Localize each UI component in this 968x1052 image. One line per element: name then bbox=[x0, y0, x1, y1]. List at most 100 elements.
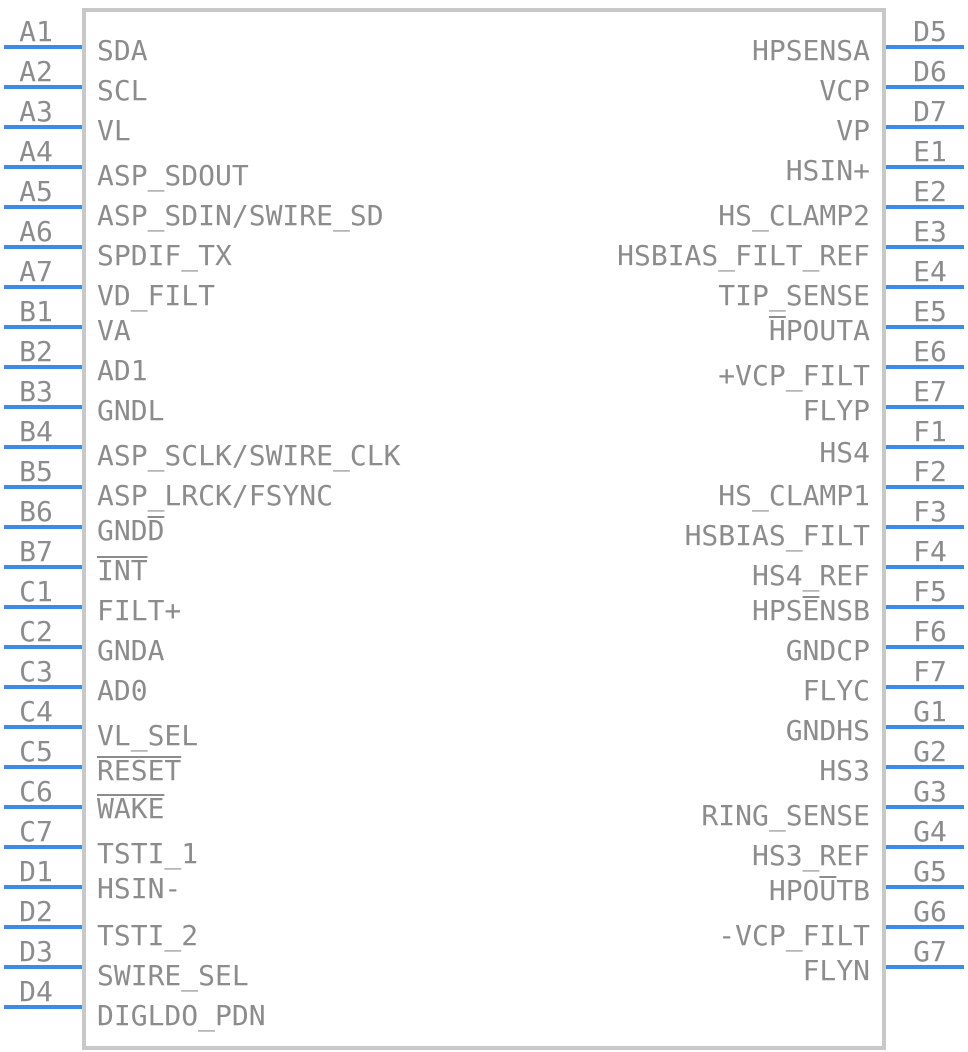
pin-number-d1: D1 bbox=[19, 855, 53, 888]
pin-number-b3: B3 bbox=[19, 375, 53, 408]
pin-number-e4: E4 bbox=[913, 255, 947, 288]
pin-number-c2: C2 bbox=[19, 615, 53, 648]
pin-name-d5: HPSENSA bbox=[752, 34, 870, 67]
pin-number-d3: D3 bbox=[19, 935, 53, 968]
pin-name-e3: HSBIAS_FILT_REF bbox=[617, 239, 870, 273]
pin-name-d3: SWIRE_SEL bbox=[97, 959, 249, 993]
pin-name-d1: HSIN- bbox=[97, 872, 181, 905]
pin-number-g4: G4 bbox=[913, 815, 947, 848]
pin-name-a5: ASP_SDIN/SWIRE_SD bbox=[97, 199, 384, 233]
pin-number-b5: B5 bbox=[19, 455, 53, 488]
pin-number-g3: G3 bbox=[913, 775, 947, 808]
pin-number-d6: D6 bbox=[913, 55, 947, 88]
pin-number-f4: F4 bbox=[913, 535, 947, 568]
pin-name-f7: FLYC bbox=[803, 674, 870, 707]
pin-number-a2: A2 bbox=[19, 55, 53, 88]
pin-number-e6: E6 bbox=[913, 335, 947, 368]
pin-name-d4: DIGLDO_PDN bbox=[97, 999, 266, 1033]
left-pin-numbers: A1A2A3A4A5A6A7B1B2B3B4B5B6B7C1C2C3C4C5C6… bbox=[19, 15, 53, 1008]
pin-name-f1: HS4 bbox=[819, 436, 870, 469]
pin-name-f5: HPSENSB bbox=[752, 594, 870, 627]
pin-number-a1: A1 bbox=[19, 15, 53, 48]
pin-name-a3: VL bbox=[97, 114, 131, 147]
pin-name-b4: ASP_SCLK/SWIRE_CLK bbox=[97, 439, 401, 473]
pin-number-a4: A4 bbox=[19, 135, 53, 168]
pin-name-b3: GNDL bbox=[97, 394, 164, 427]
pin-name-a7: VD_FILT bbox=[97, 279, 215, 313]
right-pin-names: HPSENSA VCP VP HSIN+ HS_CLAMP2HSBIAS_FILT_RE… bbox=[617, 34, 870, 987]
pin-number-f5: F5 bbox=[913, 575, 947, 608]
pin-number-f6: F6 bbox=[913, 615, 947, 648]
pin-name-d7: VP bbox=[836, 114, 870, 147]
pin-name-c1: FILT+ bbox=[97, 594, 181, 627]
pin-name-f4: HS4_REF bbox=[752, 559, 870, 593]
pin-name-b1: VA bbox=[97, 314, 131, 347]
pin-name-c4: VL_SEL bbox=[97, 719, 198, 753]
pin-name-e4: TIP_SENSE bbox=[718, 279, 870, 313]
pin-name-g3: RING_SENSE bbox=[701, 799, 870, 833]
pin-name-g1: GNDHS bbox=[786, 714, 870, 747]
pin-name-e1: HSIN+ bbox=[786, 154, 870, 187]
component-body bbox=[82, 8, 886, 1050]
pin-name-b2: AD1 bbox=[97, 354, 148, 387]
pin-name-e7: FLYP bbox=[803, 394, 870, 427]
pin-name-d6: VCP bbox=[819, 74, 870, 107]
pin-number-d5: D5 bbox=[913, 15, 947, 48]
overbar-marks bbox=[97, 316, 837, 878]
pin-number-g7: G7 bbox=[913, 935, 947, 968]
pin-number-g6: G6 bbox=[913, 895, 947, 928]
pin-number-g2: G2 bbox=[913, 735, 947, 768]
pin-name-g7: FLYN bbox=[803, 954, 870, 987]
pin-number-a7: A7 bbox=[19, 255, 53, 288]
pin-number-c6: C6 bbox=[19, 775, 53, 808]
right-pin-lines bbox=[886, 45, 964, 969]
pin-number-b1: B1 bbox=[19, 295, 53, 328]
pin-name-c6: WAKE bbox=[97, 792, 164, 825]
pin-name-c5: RESET bbox=[97, 754, 181, 787]
pin-name-c2: GNDA bbox=[97, 634, 165, 667]
pin-number-e3: E3 bbox=[913, 215, 947, 248]
pin-number-c1: C1 bbox=[19, 575, 53, 608]
left-pin-names: SDASCLVLASP_SDOUTASP_SDIN/SWIRE_SDSPDIF_… bbox=[97, 34, 401, 1033]
pin-number-e2: E2 bbox=[913, 175, 947, 208]
pin-number-f7: F7 bbox=[913, 655, 947, 688]
pin-name-c7: TSTI_1 bbox=[97, 837, 198, 871]
pin-number-e5: E5 bbox=[913, 295, 947, 328]
pin-name-f3: HSBIAS_FILT bbox=[685, 519, 871, 553]
pin-number-c7: C7 bbox=[19, 815, 53, 848]
pin-name-g6: -VCP_FILT bbox=[718, 919, 870, 953]
pin-name-b5: ASP_LRCK/FSYNC bbox=[97, 479, 333, 513]
pin-number-d4: D4 bbox=[19, 975, 53, 1008]
pin-number-g5: G5 bbox=[913, 855, 947, 888]
pin-number-d2: D2 bbox=[19, 895, 53, 928]
pin-name-a6: SPDIF_TX bbox=[97, 239, 232, 273]
pin-name-e5: HPOUTA bbox=[769, 314, 870, 347]
pin-number-e1: E1 bbox=[913, 135, 947, 168]
pin-number-g1: G1 bbox=[913, 695, 947, 728]
pin-name-c3: AD0 bbox=[97, 674, 148, 707]
pin-number-f1: F1 bbox=[913, 415, 947, 448]
pin-name-e2: HS_CLAMP2 bbox=[718, 199, 870, 233]
pin-name-a2: SCL bbox=[97, 74, 148, 107]
pin-name-f6: GNDCP bbox=[786, 634, 870, 667]
pin-name-b7: INT bbox=[97, 554, 148, 587]
pin-name-g5: HPOUTB bbox=[769, 874, 870, 907]
pin-name-a1: SDA bbox=[97, 34, 148, 67]
pin-number-a5: A5 bbox=[19, 175, 53, 208]
left-pin-lines bbox=[4, 45, 82, 1009]
pin-name-b6: GNDD bbox=[97, 514, 164, 547]
pin-number-f2: F2 bbox=[913, 455, 947, 488]
right-pin-numbers: D5D6D7E1E2E3E4E5E6E7F1F2F3F4F5F6F7G1G2G3… bbox=[913, 15, 947, 968]
pin-name-e6: +VCP_FILT bbox=[718, 359, 870, 393]
pin-number-f3: F3 bbox=[913, 495, 947, 528]
pin-number-b4: B4 bbox=[19, 415, 53, 448]
pin-number-e7: E7 bbox=[913, 375, 947, 408]
pin-number-b2: B2 bbox=[19, 335, 53, 368]
pin-name-g2: HS3 bbox=[819, 754, 870, 787]
pin-number-b6: B6 bbox=[19, 495, 53, 528]
pin-number-c5: C5 bbox=[19, 735, 53, 768]
pin-number-c4: C4 bbox=[19, 695, 53, 728]
pin-number-a6: A6 bbox=[19, 215, 53, 248]
pin-number-b7: B7 bbox=[19, 535, 53, 568]
